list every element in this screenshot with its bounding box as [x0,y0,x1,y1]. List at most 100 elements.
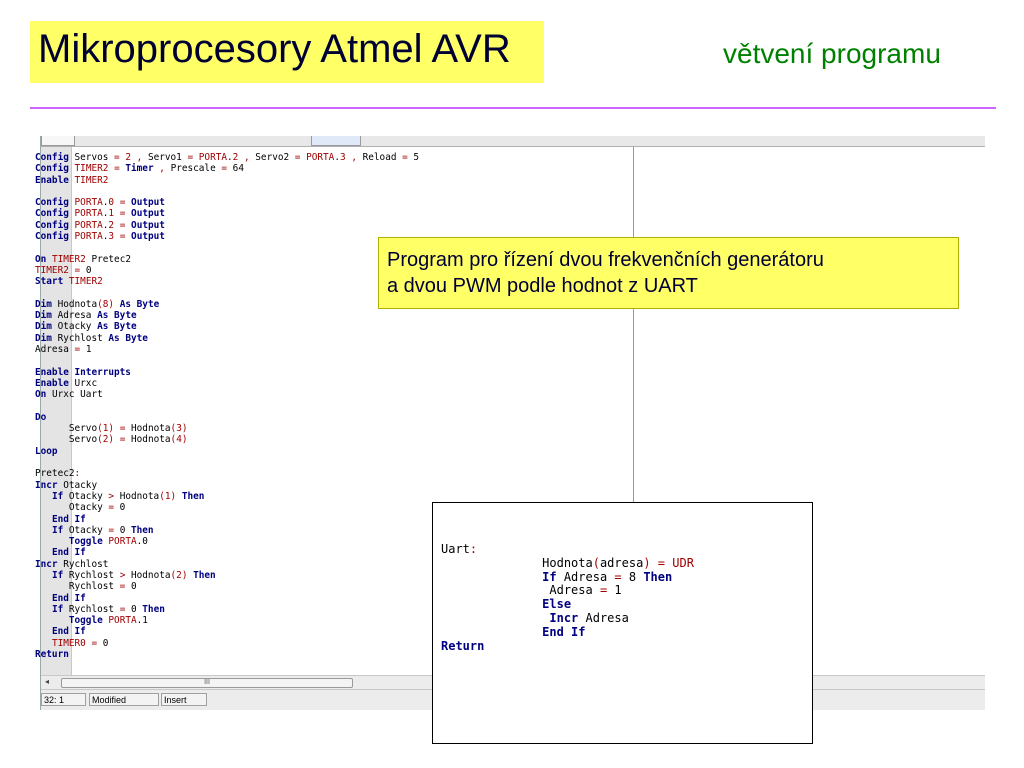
code-token: = [119,423,126,435]
code-token: Config [35,219,69,231]
code-token: Else [542,597,572,612]
code-token: = [74,264,81,276]
source-code: Config Servos = 2 , Servo1 = PORTA.2 , S… [35,152,419,660]
slide-title: Mikroprocesory Atmel AVR [38,27,511,71]
code-token: Rychlost [57,558,109,570]
code-token [35,491,52,502]
scroll-left-arrow-icon[interactable]: ◂ [45,677,50,686]
code-token: . [102,197,109,209]
code-line [35,242,419,253]
code-token: Otacky [63,490,109,502]
code-token: Dim [35,298,52,310]
code-token [35,547,52,558]
code-line: Servo(2) = Hodnota(4) [35,434,419,445]
code-token: = [221,163,228,175]
ide-window: ◂ III 32: 1 Modified Insert [40,136,985,710]
code-token: = [119,219,126,231]
code-line: Start TIMER2 [35,276,419,287]
modified-indicator: Modified [89,693,159,706]
code-token: 0 [108,197,115,209]
code-token: 1 [80,344,92,356]
code-token: Otacky [51,321,98,333]
code-token: UDR [672,555,694,570]
code-token: 64 [227,163,244,175]
code-line: On Urxc Uart [35,389,419,400]
code-token: 2 [125,152,131,163]
code-token: 1 [164,490,171,502]
code-token: Incr [35,479,58,491]
line-gutter [41,147,72,675]
code-token [35,604,52,615]
code-token [441,597,542,611]
code-token: = [74,344,81,356]
code-token: ) [108,434,115,446]
code-token: Output [131,231,165,243]
code-token: Adresa [556,569,615,584]
code-token: Otacky [63,524,109,536]
code-token: Return [441,638,485,653]
code-token: = [599,583,608,598]
code-token [35,593,52,604]
callout-line-1: Program pro řízení dvou frekvenčních gen… [387,249,824,271]
code-token: Servo1 [142,152,188,163]
insert-mode-indicator: Insert [161,693,207,706]
code-token: ( [170,569,177,581]
code-token: TIMER2 [35,264,69,276]
code-token: TIMER2 [74,163,109,175]
code-token: 0 [80,264,92,276]
code-line: Else [441,597,694,612]
code-token: TIMER0 [51,637,86,649]
code-token: TIMER2 [68,276,103,288]
code-token: ) [181,423,188,435]
code-token: > [108,490,115,502]
code-line: Config PORTA.0 = Output [35,197,419,208]
code-line: End If [35,547,419,558]
code-token: Config [35,152,69,163]
code-token: Adresa [578,610,629,625]
editor-tab[interactable] [41,136,75,146]
code-token: ( [97,423,103,435]
code-token: .0 [136,536,148,548]
code-token: Hodnota [114,490,160,502]
code-token: Config [35,163,69,175]
code-line: If Rychlost = 0 Then [35,604,419,615]
code-line: TIMER2 = 0 [35,265,419,276]
code-token: PORTA [74,231,103,243]
code-token: Servo [35,423,98,435]
code-token: If [51,569,64,581]
code-token: Enable [35,174,69,186]
code-token: 8 [621,569,644,584]
code-token: Adresa [51,310,98,322]
code-line: Dim Adresa As Byte [35,310,419,321]
code-token: Hodnota [125,423,171,435]
code-token: . [102,208,109,220]
code-token: = [114,152,120,163]
code-token: TIMER2 [74,174,109,186]
code-token [35,536,69,547]
code-token: adresa [599,555,644,570]
code-token: Then [181,490,205,502]
code-token: As Byte [97,310,137,322]
code-token: = [91,637,98,649]
code-token [35,570,52,581]
code-token: Servos [68,152,115,163]
code-token: As Byte [119,298,160,310]
code-token: Rychlost [51,332,109,344]
scrollbar-thumb[interactable]: III [61,678,353,688]
editor-tab[interactable] [311,136,361,146]
code-line: If Otacky = 0 Then [35,525,419,536]
code-token: Incr [549,610,579,625]
code-token: = [119,581,126,593]
code-line: Config PORTA.3 = Output [35,231,419,242]
code-token: .1 [136,615,148,627]
code-token: 2 [232,152,239,163]
code-token: Adresa [35,344,75,356]
code-token: Do [35,411,47,423]
code-token: ( [97,434,103,446]
code-line: If Otacky > Hodnota(1) Then [35,491,419,502]
code-token: 0 [97,637,109,649]
code-token: . [227,152,233,163]
code-line: Return [441,638,694,654]
code-token: , [159,163,165,175]
code-token: Otacky [57,479,98,491]
